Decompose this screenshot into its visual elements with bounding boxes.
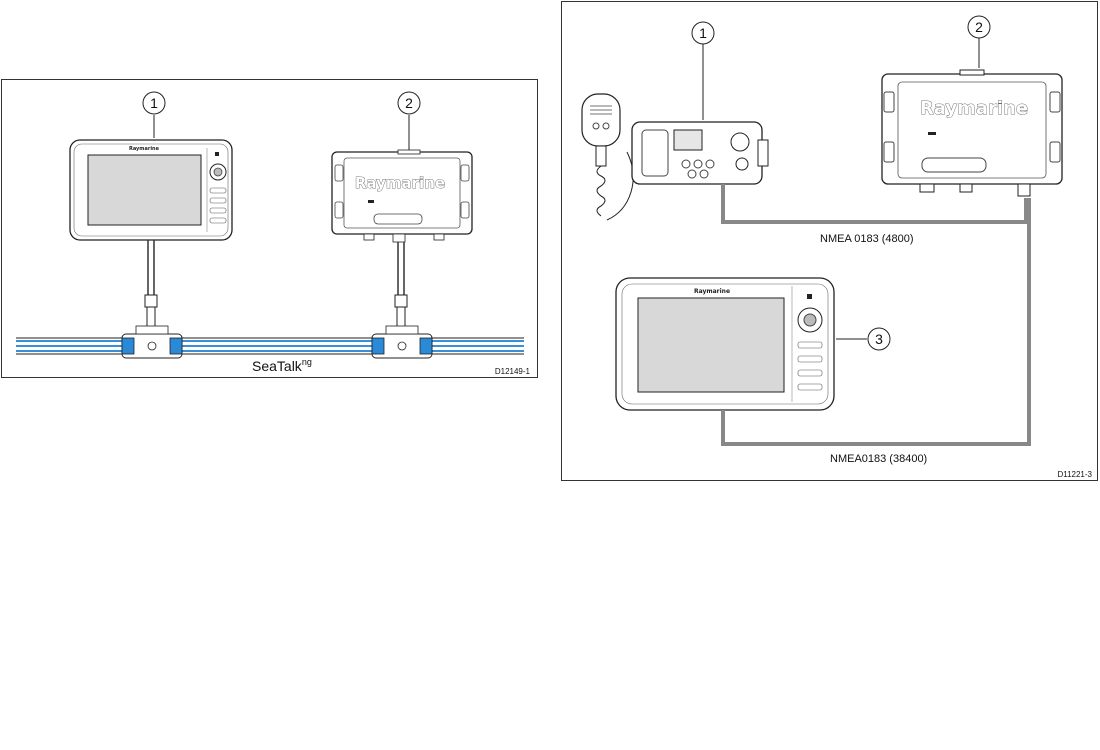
interface-module-right: Raymarine bbox=[882, 70, 1062, 196]
nmea0183-diagram: 1 Raymarine 2 Raymarine bbox=[561, 1, 1098, 481]
t-connector-2 bbox=[372, 326, 432, 358]
figure-id-right: D11221-3 bbox=[1057, 470, 1092, 479]
callout-right-1: 1 bbox=[699, 25, 707, 41]
figure-id-left: D12149-1 bbox=[495, 367, 531, 376]
callout-right-3: 3 bbox=[875, 331, 883, 347]
callout-2: 2 bbox=[405, 95, 413, 111]
display-brand-label-right: Raymarine bbox=[694, 288, 730, 295]
nmea-diagram-svg: 1 Raymarine 2 Raymarine bbox=[562, 2, 1097, 480]
seatalk-backbone bbox=[16, 338, 524, 354]
interface-module: Raymarine bbox=[332, 150, 472, 242]
display-brand-label: Raymarine bbox=[129, 146, 160, 152]
bus-label: SeaTalkng bbox=[252, 357, 312, 374]
nmea-38400-label: NMEA0183 (38400) bbox=[830, 453, 927, 465]
multifunction-display-right: Raymarine bbox=[616, 278, 834, 410]
vhf-radio bbox=[582, 94, 768, 220]
seatalk-diagram-svg: Raymarine 1 Raymarine bbox=[2, 80, 537, 377]
module-brand-label: Raymarine bbox=[355, 174, 445, 192]
module-brand-label-right: Raymarine bbox=[920, 98, 1028, 119]
callout-right-2: 2 bbox=[975, 19, 983, 35]
t-connector-1 bbox=[122, 326, 182, 358]
nmea-4800-label: NMEA 0183 (4800) bbox=[820, 233, 914, 245]
multifunction-display: Raymarine bbox=[70, 140, 232, 240]
seatalk-ng-diagram: Raymarine 1 Raymarine bbox=[1, 79, 538, 378]
callout-1: 1 bbox=[150, 95, 158, 111]
